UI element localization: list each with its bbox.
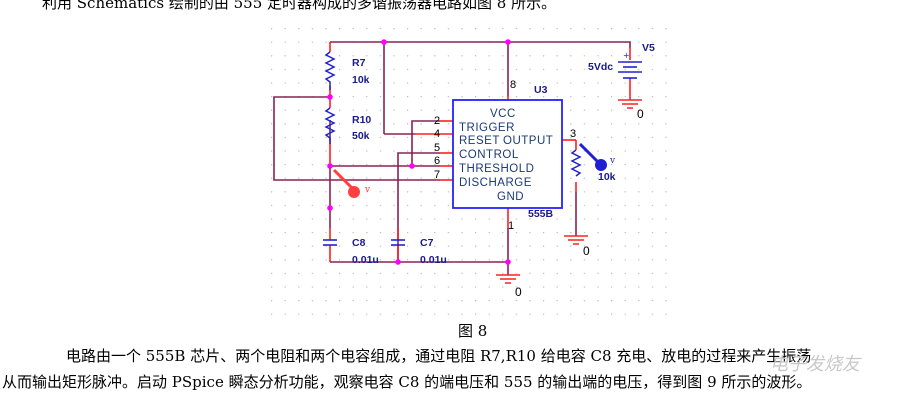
pin-number: 7 [434,169,440,181]
ground-label: 0 [583,244,590,258]
chip-pin-name: TRIGGER [459,122,515,134]
pin-stubs [329,42,631,262]
figure-caption: 图 8 [458,322,488,340]
capacitor-c7-symbol [391,239,405,246]
r10-value-label: 50k [352,130,370,142]
voltage-probe-blue[interactable]: v [578,142,616,171]
c8-ref-label: C8 [352,237,366,249]
pin-number: 5 [434,142,440,154]
ground-label: 0 [515,285,522,299]
chip-pin-name: THRESHOLD [459,163,534,175]
resistor-load-symbol [570,149,582,177]
ground-label: 0 [637,107,644,121]
chip-pin-name: GND [497,191,524,203]
v5-value-label: 5Vdc [588,61,613,73]
intro-paragraph: 利用 Schematics 绘制的由 555 定时器构成的多谐振荡器电路如图 8… [42,0,557,12]
pin-number: 1 [508,220,514,232]
body-paragraph-line: 从而输出矩形脉冲。启动 PSpice 瞬态分析功能，观察电容 C8 的端电压和 … [2,373,812,391]
capacitor-c8-symbol [323,239,337,246]
trigger-wire [411,120,440,166]
pin-number: 6 [434,155,440,167]
watermark-logo: 电子发烧友 [770,354,860,375]
pin-number: 2 [434,115,440,127]
wires [273,41,631,275]
resistor-r7-symbol [324,51,336,90]
chip-pin-name: OUTPUT [503,135,553,147]
ic-555-body [452,99,563,209]
battery-v5-symbol [618,61,642,79]
vcc-rail [330,41,631,48]
junction-dots [327,39,511,265]
probe-icon [348,186,360,198]
resistor-r10-symbol [324,107,336,144]
r7-value-label: 10k [352,74,370,86]
r7-ref-label: R7 [352,57,366,69]
ground-icon [618,99,642,109]
probe-icon [595,159,607,171]
chip-pin-name: DISCHARGE [459,177,532,189]
probe-label: v [609,156,616,166]
chip-pin-name: CONTROL [459,149,519,161]
ground-icon [496,274,520,284]
c8-value-label: 0.01u [352,254,379,266]
discharge-loop [273,96,440,181]
u3-model-label: 555B [528,208,554,220]
c7-ref-label: C7 [420,237,434,249]
battery-plus-mark: + [623,51,630,60]
ground-icon [564,235,588,245]
pin-number: 4 [434,128,440,140]
body-paragraph-line: 电路由一个 555B 芯片、两个电阻和两个电容组成，通过电阻 R7,R10 给电… [66,347,812,365]
r10-ref-label: R10 [352,114,371,126]
ground-symbols [496,99,642,284]
chip-pin-name: RESET [459,135,500,147]
control-wire [397,152,440,263]
c7-value-label: 0.01u [420,254,447,266]
probe-label: v [364,185,371,195]
pin-number: 8 [510,79,516,91]
load-value-label: 10k [598,171,616,183]
pin-number: 3 [570,128,576,140]
v5-ref-label: V5 [642,42,655,54]
voltage-probe-red[interactable]: v [332,168,371,198]
u3-ref-label: U3 [534,84,548,96]
chip-pin-name: VCC [490,108,516,120]
